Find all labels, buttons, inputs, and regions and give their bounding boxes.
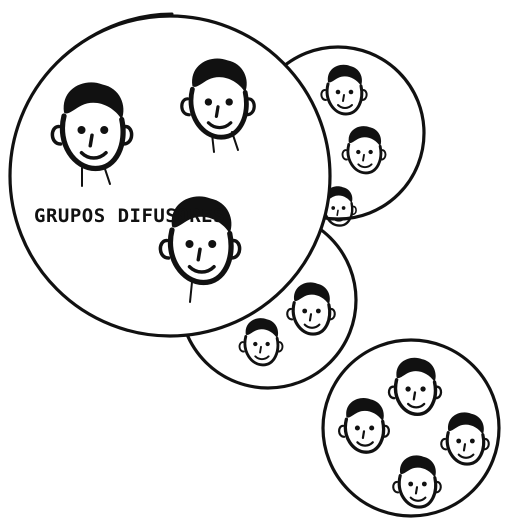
main-label: GRUPOS DIFUSORES	[34, 205, 225, 227]
lower-right-circle	[323, 340, 499, 516]
main-circle: GRUPOS DIFUSORES	[10, 14, 330, 336]
